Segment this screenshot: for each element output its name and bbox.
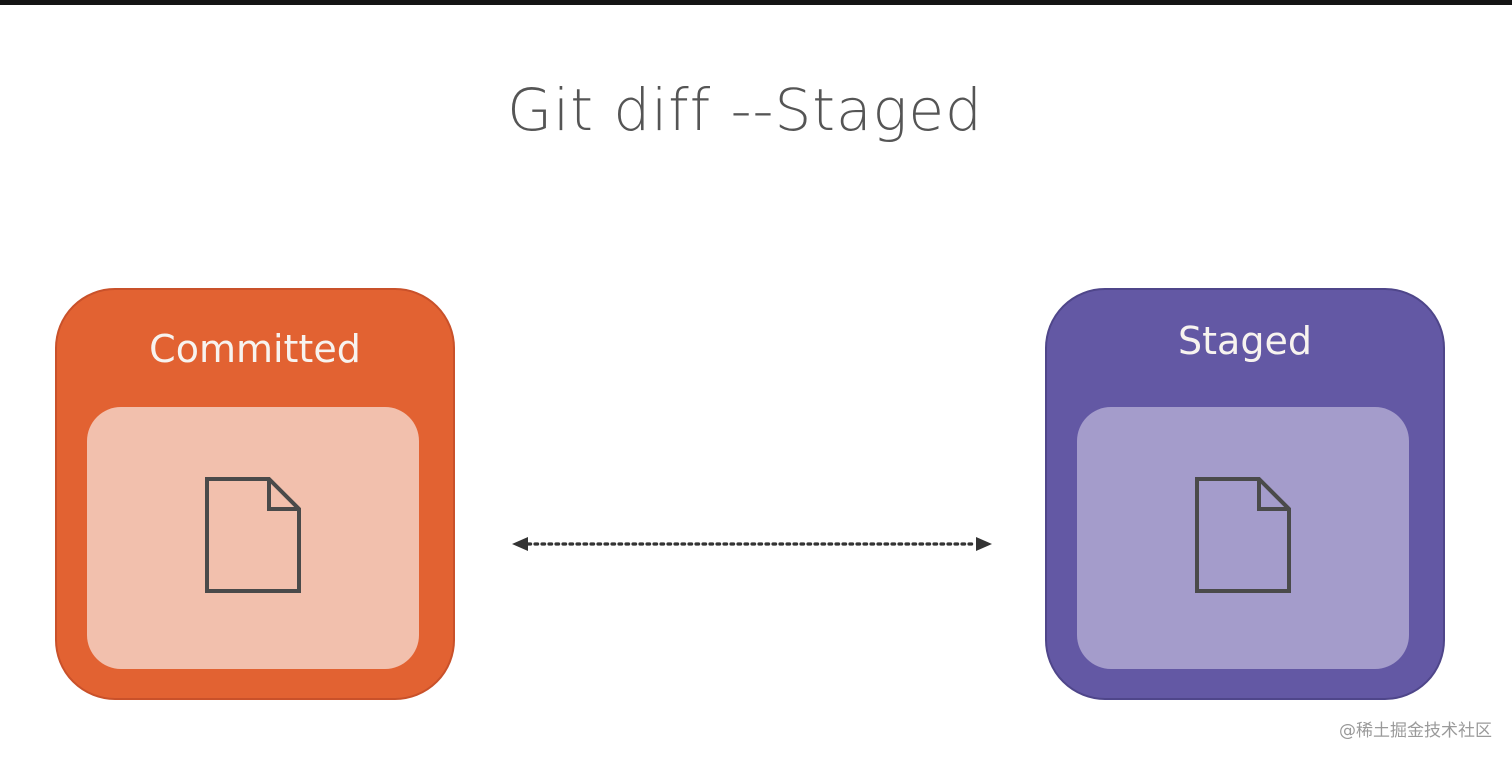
committed-label: Committed (149, 327, 361, 371)
slide-title: Git diff --Staged (507, 76, 983, 144)
staged-label: Staged (1178, 319, 1312, 363)
committed-box: Committed (55, 288, 455, 700)
file-icon (1195, 477, 1291, 593)
top-bar (0, 0, 1512, 5)
committed-inner-panel (87, 407, 419, 669)
staged-inner-panel (1077, 407, 1409, 669)
staged-box: Staged (1045, 288, 1445, 700)
watermark: @稀土掘金技术社区 (1339, 721, 1492, 741)
file-icon (205, 477, 301, 593)
bidirectional-dotted-arrow (512, 537, 992, 551)
